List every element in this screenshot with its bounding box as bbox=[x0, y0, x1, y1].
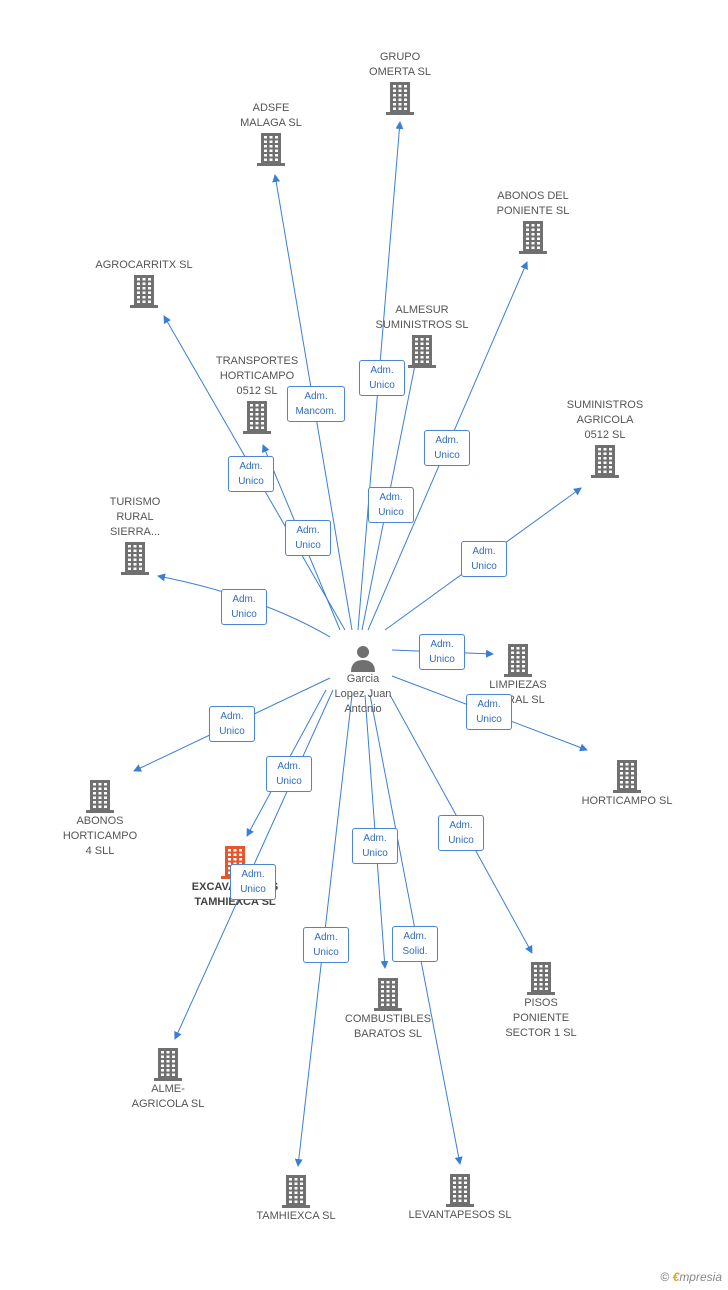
building-icon bbox=[504, 644, 532, 677]
building-icon bbox=[130, 275, 158, 308]
brand-text: mpresia bbox=[679, 1270, 722, 1284]
company-label: SUMINISTROS AGRICOLA 0512 SL bbox=[566, 399, 644, 441]
company-label: GRUPO OMERTA SL bbox=[369, 51, 431, 78]
company-node-suministros[interactable]: SUMINISTROS AGRICOLA 0512 SL bbox=[555, 398, 655, 479]
building-icon bbox=[591, 445, 619, 478]
company-label: COMBUSTIBLES BARATOS SL bbox=[344, 1013, 432, 1040]
role-badge[interactable]: Adm. Unico bbox=[359, 360, 405, 396]
role-badge[interactable]: Adm. Unico bbox=[303, 927, 349, 963]
company-node-turismo[interactable]: TURISMO RURAL SIERRA... bbox=[95, 495, 175, 576]
company-node-pisos[interactable]: PISOS PONIENTE SECTOR 1 SL bbox=[491, 960, 591, 1041]
company-label: TURISMO RURAL SIERRA... bbox=[109, 496, 161, 538]
company-node-abonos-horticampo[interactable]: ABONOS HORTICAMPO 4 SLL bbox=[50, 778, 150, 859]
company-label: ALME- AGRICOLA SL bbox=[131, 1083, 205, 1110]
role-badge[interactable]: Adm. Solid. bbox=[392, 926, 438, 962]
company-label: ABONOS HORTICAMPO 4 SLL bbox=[62, 815, 138, 857]
company-label: TAMHIEXCA SL bbox=[256, 1210, 336, 1222]
company-node-combustibles[interactable]: COMBUSTIBLES BARATOS SL bbox=[333, 976, 443, 1042]
building-icon bbox=[257, 133, 285, 166]
building-icon bbox=[613, 760, 641, 793]
role-badge[interactable]: Adm. Unico bbox=[466, 694, 512, 730]
company-label: LEVANTAPESOS SL bbox=[408, 1209, 512, 1221]
building-icon bbox=[519, 221, 547, 254]
role-badge[interactable]: Adm. Unico bbox=[461, 541, 507, 577]
company-node-almesur[interactable]: ALMESUR SUMINISTROS SL bbox=[367, 303, 477, 369]
company-label: TRANSPORTES HORTICAMPO 0512 SL bbox=[215, 355, 299, 397]
company-label: PISOS PONIENTE SECTOR 1 SL bbox=[505, 997, 577, 1039]
person-label: Garcia Lopez Juan Antonio bbox=[334, 673, 392, 715]
company-label: ADSFE MALAGA SL bbox=[240, 102, 302, 129]
role-badge[interactable]: Adm. Unico bbox=[419, 634, 465, 670]
person-node[interactable]: Garcia Lopez Juan Antonio bbox=[318, 644, 408, 717]
role-badge[interactable]: Adm. Unico bbox=[228, 456, 274, 492]
building-icon bbox=[446, 1174, 474, 1207]
company-node-adsfe[interactable]: ADSFE MALAGA SL bbox=[221, 101, 321, 167]
company-node-grupo-omerta[interactable]: GRUPO OMERTA SL bbox=[350, 50, 450, 116]
role-badge[interactable]: Adm. Unico bbox=[230, 864, 276, 900]
company-label: ALMESUR SUMINISTROS SL bbox=[375, 304, 469, 331]
company-node-alme-agricola[interactable]: ALME- AGRICOLA SL bbox=[118, 1046, 218, 1112]
person-icon bbox=[351, 646, 375, 672]
building-icon bbox=[408, 335, 436, 368]
company-node-abonos-poniente[interactable]: ABONOS DEL PONIENTE SL bbox=[478, 189, 588, 255]
copyright-symbol: © bbox=[660, 1270, 670, 1284]
role-badge[interactable]: Adm. Mancom. bbox=[287, 386, 345, 422]
company-node-transportes[interactable]: TRANSPORTES HORTICAMPO 0512 SL bbox=[205, 354, 309, 435]
building-icon bbox=[154, 1048, 182, 1081]
brand-logo: © €mpresia bbox=[660, 1270, 722, 1284]
company-node-horticampo[interactable]: HORTICAMPO SL bbox=[572, 758, 682, 809]
role-badge[interactable]: Adm. Unico bbox=[285, 520, 331, 556]
building-icon bbox=[282, 1175, 310, 1208]
company-label: AGROCARRITX SL bbox=[95, 259, 193, 271]
role-badge[interactable]: Adm. Unico bbox=[266, 756, 312, 792]
company-node-tamhiexca[interactable]: TAMHIEXCA SL bbox=[246, 1173, 346, 1224]
company-label: ABONOS DEL PONIENTE SL bbox=[496, 190, 570, 217]
building-icon bbox=[374, 978, 402, 1011]
building-icon bbox=[527, 962, 555, 995]
role-badge[interactable]: Adm. Unico bbox=[424, 430, 470, 466]
company-node-levantapesos[interactable]: LEVANTAPESOS SL bbox=[402, 1172, 518, 1223]
role-badge[interactable]: Adm. Unico bbox=[438, 815, 484, 851]
building-icon bbox=[243, 401, 271, 434]
building-icon bbox=[386, 82, 414, 115]
company-label: HORTICAMPO SL bbox=[581, 795, 673, 807]
company-node-agrocarritx[interactable]: AGROCARRITX SL bbox=[86, 258, 202, 309]
brand-e: € bbox=[672, 1270, 680, 1284]
building-icon bbox=[86, 780, 114, 813]
role-badge[interactable]: Adm. Unico bbox=[221, 589, 267, 625]
role-badge[interactable]: Adm. Unico bbox=[352, 828, 398, 864]
building-icon bbox=[121, 542, 149, 575]
role-badge[interactable]: Adm. Unico bbox=[209, 706, 255, 742]
role-badge[interactable]: Adm. Unico bbox=[368, 487, 414, 523]
